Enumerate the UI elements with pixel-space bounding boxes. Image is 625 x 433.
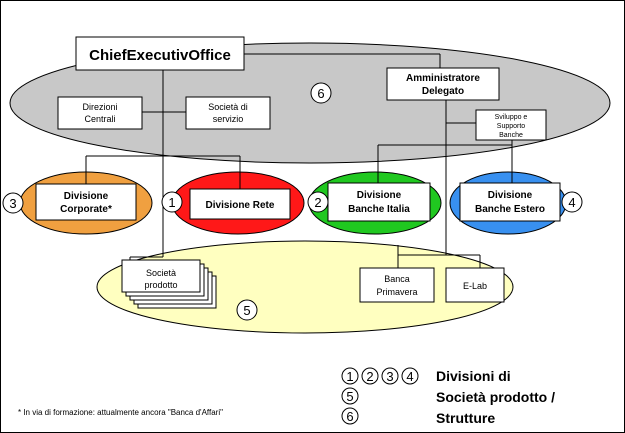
num-5-circle xyxy=(236,299,258,321)
num-4-circle xyxy=(561,191,583,213)
primavera-line2: Primavera xyxy=(376,287,417,297)
num-6-circle xyxy=(310,82,332,104)
num-4-label: 4 xyxy=(568,195,575,210)
direzioni-line2: Centrali xyxy=(84,114,115,124)
legend-num-5-circle xyxy=(341,387,359,405)
ceo-label: ChiefExecutivOffice xyxy=(89,47,231,64)
num-3-circle xyxy=(2,192,24,214)
direzioni-line1: Direzioni xyxy=(82,102,117,112)
primavera-box xyxy=(359,267,435,303)
num-3-label: 3 xyxy=(9,196,16,211)
legend-num-5: 5 xyxy=(346,389,353,404)
legend-num-3: 3 xyxy=(386,369,393,384)
amministratore-line1: Amministratore xyxy=(406,73,480,84)
legend-num-6: 6 xyxy=(346,409,353,424)
legend-line3: Strutture xyxy=(436,410,495,426)
num-5-label: 5 xyxy=(243,303,250,318)
elab-label: E-Lab xyxy=(463,281,487,291)
legend-num-3-circle xyxy=(381,367,399,385)
corporate-line1: Divisione xyxy=(64,191,109,202)
ceo-box xyxy=(75,36,245,71)
amministratore-line2: Delegato xyxy=(422,86,464,97)
estero-line2: Banche Estero xyxy=(475,204,545,215)
direzioni-box xyxy=(57,96,143,130)
prodotto-line1: Società xyxy=(146,268,176,278)
rete-label: Divisione Rete xyxy=(206,200,275,211)
sviluppo-box xyxy=(475,109,547,141)
legend: 1 2 3 4 Divisioni di 5 Società prodotto … xyxy=(341,367,555,426)
rete-box xyxy=(189,188,291,220)
primavera-line1: Banca xyxy=(384,274,410,284)
legend-num-4-circle xyxy=(401,367,419,385)
italia-line2: Banche Italia xyxy=(348,204,410,215)
num-2-circle xyxy=(307,191,329,213)
estero-box xyxy=(459,182,561,222)
legend-num-2-circle xyxy=(361,367,379,385)
prodotto-stack xyxy=(121,259,217,309)
num-6-label: 6 xyxy=(317,86,324,101)
servizio-box xyxy=(185,96,271,130)
legend-num-6-circle xyxy=(341,407,359,425)
num-1-circle xyxy=(161,191,183,213)
prodotto-line2: prodotto xyxy=(144,280,177,290)
num-2-label: 2 xyxy=(314,195,321,210)
italia-line1: Divisione xyxy=(357,190,402,201)
num-1-label: 1 xyxy=(168,195,175,210)
estero-line1: Divisione xyxy=(488,190,533,201)
elab-box xyxy=(445,267,505,303)
corporate-box xyxy=(35,183,137,221)
legend-line2: Società prodotto / xyxy=(436,389,555,405)
amministratore-box xyxy=(386,67,500,101)
italia-box xyxy=(327,182,431,222)
legend-num-1-circle xyxy=(341,367,359,385)
footnote: * In via di formazione: attualmente anco… xyxy=(18,408,223,417)
sviluppo-line3: Banche xyxy=(499,132,523,139)
sviluppo-line1: Sviluppo e xyxy=(495,114,528,121)
sviluppo-line2: Supporto xyxy=(497,123,526,130)
legend-line1: Divisioni di xyxy=(436,368,511,384)
legend-num-1: 1 xyxy=(346,369,353,384)
servizio-line2: servizio xyxy=(213,114,244,124)
corporate-line2: Corporate* xyxy=(60,204,112,215)
legend-num-2: 2 xyxy=(366,369,373,384)
servizio-line1: Società di xyxy=(208,102,248,112)
legend-num-4: 4 xyxy=(406,369,413,384)
